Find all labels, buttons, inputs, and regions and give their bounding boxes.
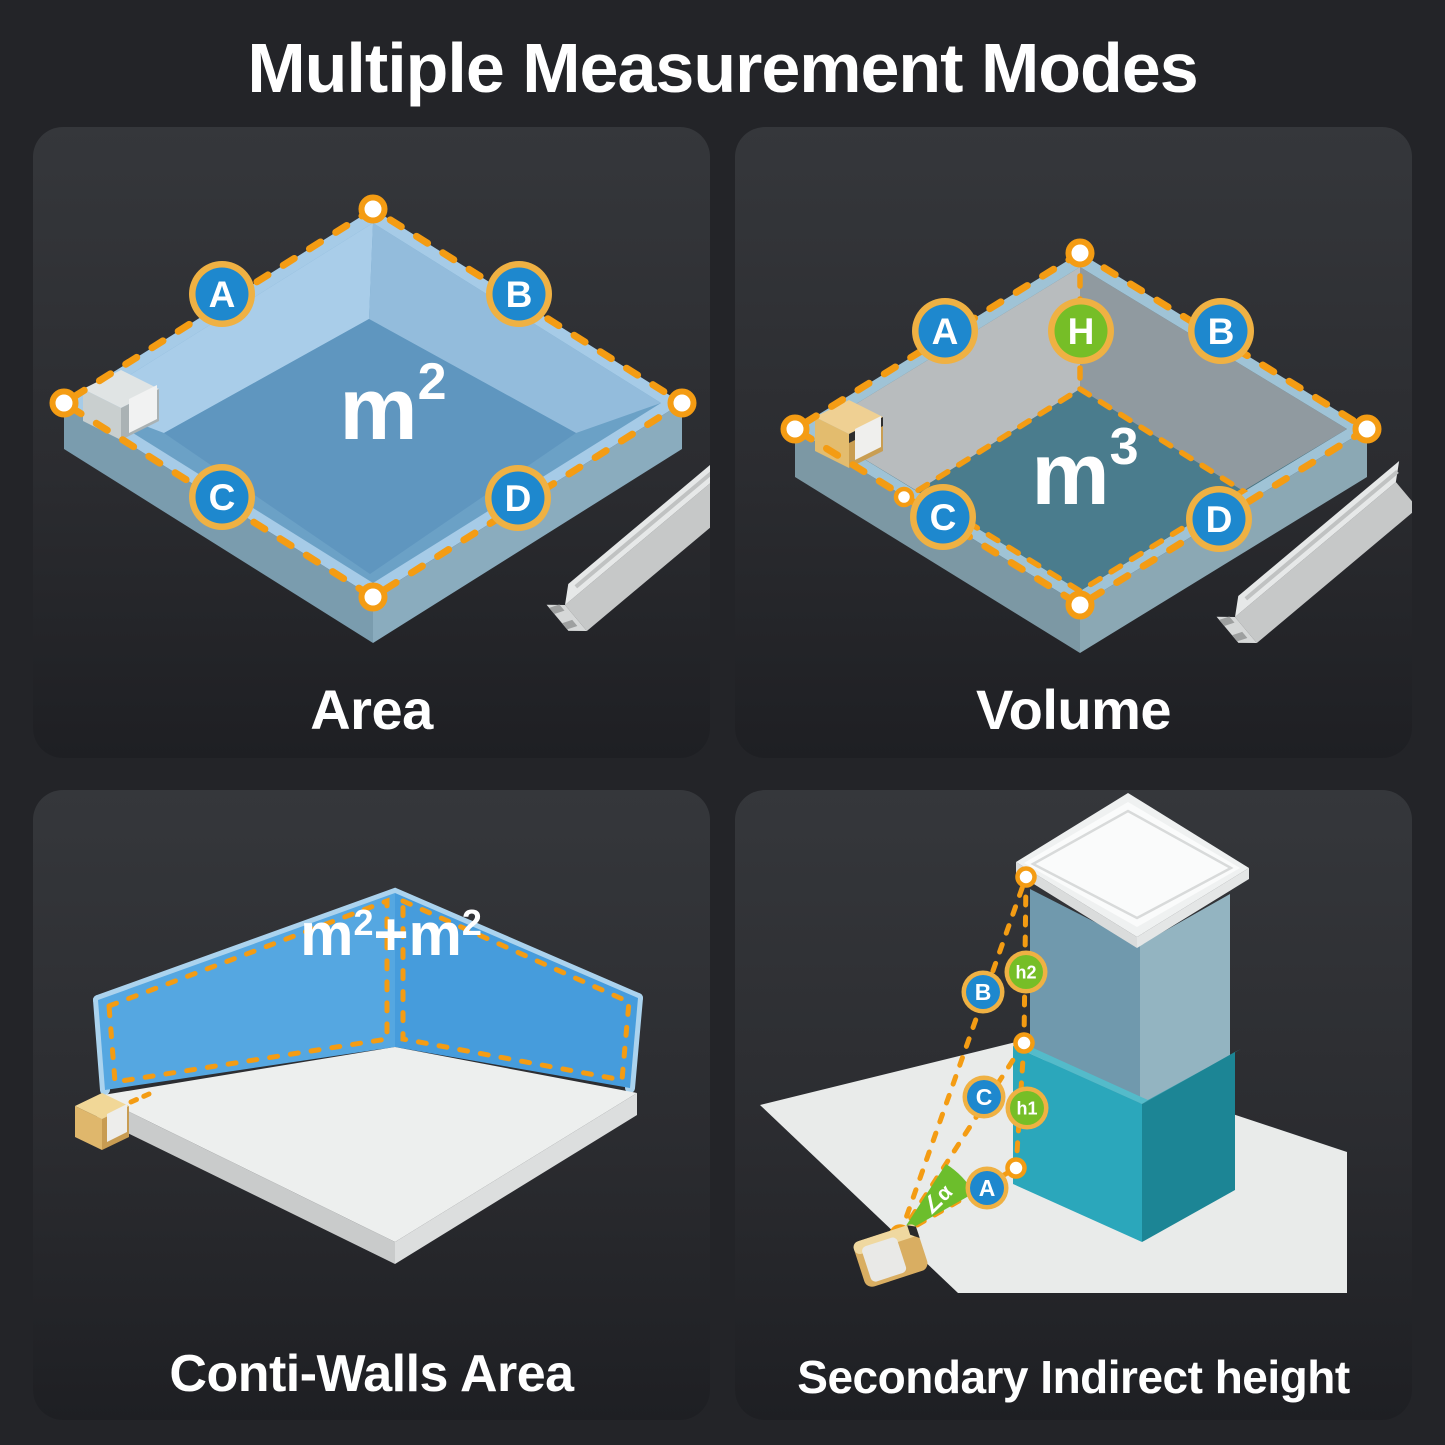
tower-upper-left-face (1030, 889, 1140, 1112)
indirect-height-illustration: ∠α B h2 C h1 (760, 793, 1347, 1293)
tower-cap (1016, 793, 1249, 948)
dashed-perimeter (788, 248, 1374, 610)
point-badge-a: A (912, 298, 978, 364)
point-badge-c: C (910, 484, 976, 550)
svg-text:A: A (932, 311, 959, 352)
panel-secondary-indirect-height: ∠α B h2 C h1 (735, 790, 1412, 1420)
panel-caption: Volume (975, 678, 1172, 741)
svg-text:D: D (505, 478, 532, 519)
panel-caption: Secondary Indirect height (797, 1351, 1350, 1403)
floor-corner-dot (893, 486, 915, 508)
dashed-perimeter (57, 204, 689, 602)
corner-marker-dots (780, 238, 1382, 620)
page-title: Multiple Measurement Modes (247, 29, 1198, 107)
walls-illustration: m2+m2 (75, 887, 643, 1264)
device-connector-dashes (128, 1091, 152, 1105)
panel-area: A B C D m2 (33, 127, 710, 758)
aluminum-profile (546, 432, 710, 632)
point-badge-a: A (189, 261, 255, 327)
point-badge-b: B (961, 970, 1005, 1014)
wall-back-right (369, 223, 661, 433)
point-badge-c: C (962, 1075, 1006, 1119)
wall-back-right (1080, 267, 1347, 491)
unit-label-m2: m2 (339, 353, 446, 458)
point-badge-a: A (965, 1166, 1009, 1210)
svg-text:A: A (209, 274, 236, 315)
corner-marker-dots (49, 194, 697, 612)
panel-caption: Area (310, 678, 433, 741)
tower-lower-block (1013, 1042, 1241, 1242)
floor-side-right (395, 1093, 637, 1264)
svg-text:B: B (506, 274, 533, 315)
svg-text:A: A (979, 1175, 996, 1201)
point-badge-b: B (486, 261, 552, 327)
area-room-illustration: A B C D m2 (49, 194, 710, 643)
svg-text:h1: h1 (1016, 1099, 1037, 1119)
point-badge-h2: h2 (1004, 950, 1048, 994)
angle-wedge: ∠α (900, 1164, 974, 1235)
unit-label-m2-plus-m2: m2+m2 (300, 901, 482, 968)
svg-text:B: B (975, 979, 992, 1005)
volume-room-illustration: A H B C D m3 (780, 238, 1412, 653)
floor-face (164, 319, 576, 574)
point-badge-h: H (1048, 298, 1114, 364)
point-badge-b: B (1188, 298, 1254, 364)
dashed-wall-outlines (106, 897, 632, 1085)
svg-text:B: B (1208, 311, 1235, 352)
panel-grid: A B C D m2 (33, 127, 1412, 1420)
svg-text:C: C (209, 477, 236, 518)
aluminum-profile (1216, 461, 1412, 644)
wall-back-left (85, 223, 373, 433)
svg-text:C: C (930, 497, 957, 538)
wall-right (395, 893, 638, 1088)
laser-measurer-gold (853, 1224, 928, 1287)
panel-caption: Conti-Walls Area (169, 1345, 574, 1403)
laser-measurer-gold (75, 1093, 129, 1150)
point-badge-c: C (189, 464, 255, 530)
panel-volume: A H B C D m3 (735, 127, 1412, 758)
svg-text:C: C (976, 1084, 993, 1110)
tower-upper-right-face (1140, 894, 1230, 1112)
floor-side-left (97, 1096, 395, 1264)
unit-label-m3: m3 (1031, 418, 1138, 523)
point-badge-d: D (1186, 486, 1252, 552)
point-badge-h1: h1 (1005, 1086, 1049, 1130)
svg-text:H: H (1068, 311, 1095, 352)
svg-text:h2: h2 (1015, 963, 1036, 983)
wall-left (98, 893, 395, 1090)
panel-conti-walls-area: m2+m2 Conti-Walls Area (33, 790, 710, 1420)
svg-text:D: D (1206, 499, 1233, 540)
floor-top (97, 1047, 637, 1242)
point-badge-d: D (485, 465, 551, 531)
